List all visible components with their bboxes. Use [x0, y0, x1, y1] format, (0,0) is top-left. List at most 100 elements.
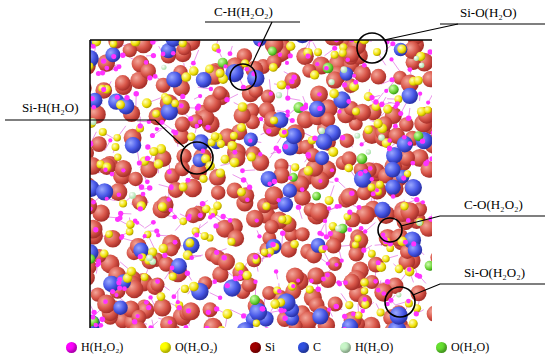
atom: [129, 321, 147, 328]
atom: [286, 85, 290, 89]
atom: [91, 200, 96, 205]
atom: [90, 118, 96, 125]
atom: [341, 66, 348, 73]
atom: [315, 151, 329, 165]
atom: [354, 65, 371, 82]
atom: [387, 145, 392, 150]
callout-circle: [385, 287, 415, 317]
atom: [189, 114, 203, 128]
atom: [334, 304, 339, 309]
atom: [361, 248, 366, 253]
atom: [228, 230, 245, 247]
legend-text: Si: [265, 340, 275, 355]
callouts: [5, 22, 545, 317]
callout-circle: [181, 142, 213, 174]
atom: [169, 273, 177, 281]
atom: [119, 200, 127, 208]
atom: [397, 44, 406, 53]
atom: [357, 153, 368, 164]
atom: [264, 327, 269, 328]
legend-text: H(H₂O₂): [81, 340, 123, 355]
atom: [290, 240, 298, 248]
atom: [407, 67, 412, 72]
atom: [307, 267, 324, 284]
atom: [168, 208, 172, 212]
atom: [169, 185, 174, 190]
box-edge: [90, 39, 432, 41]
atom: [321, 276, 326, 281]
atom: [414, 311, 419, 316]
atom: [261, 171, 277, 187]
atom: [288, 176, 293, 181]
atom: [155, 127, 159, 131]
atom: [221, 328, 226, 329]
atom: [415, 273, 420, 278]
atom: [312, 135, 317, 140]
atom: [143, 234, 147, 238]
atom: [147, 75, 152, 80]
atom: [131, 40, 141, 47]
atom: [368, 181, 387, 200]
atom: [310, 203, 329, 222]
atom: [354, 235, 361, 242]
atom: [375, 188, 379, 192]
atom: [180, 218, 188, 226]
atom: [129, 192, 136, 199]
atom: [100, 249, 109, 258]
atom: [296, 204, 301, 209]
atom: [213, 223, 218, 228]
atom: [258, 152, 262, 156]
atom: [274, 269, 278, 273]
atom: [422, 71, 432, 87]
atom: [90, 254, 95, 263]
atom: [246, 210, 264, 228]
atom: [401, 176, 406, 181]
atom: [196, 72, 212, 88]
atom: [282, 316, 287, 321]
atom: [121, 168, 125, 172]
atom: [259, 117, 264, 122]
atom: [368, 184, 376, 192]
atom: [135, 221, 139, 225]
bond: [171, 210, 182, 222]
atom: [216, 168, 225, 177]
atom: [160, 316, 177, 328]
atom: [100, 70, 105, 75]
atom: [247, 152, 256, 161]
atom: [402, 135, 407, 140]
atom: [261, 90, 275, 104]
atom: [360, 278, 369, 287]
atom: [420, 161, 432, 178]
atom: [376, 288, 381, 293]
atom: [105, 231, 113, 239]
atom: [347, 210, 352, 215]
atom: [114, 293, 118, 297]
atom: [232, 150, 237, 155]
atom: [159, 244, 168, 253]
atom: [394, 43, 408, 57]
atom: [111, 54, 116, 59]
atom: [171, 129, 176, 134]
atom: [289, 79, 294, 84]
atom: [179, 40, 187, 48]
atom: [420, 139, 425, 144]
atom: [334, 263, 338, 267]
atom: [249, 303, 267, 321]
bond: [135, 221, 144, 228]
atom: [166, 197, 170, 201]
atom: [389, 77, 394, 82]
atom: [354, 133, 360, 139]
atom: [196, 103, 201, 108]
atom: [162, 253, 167, 258]
atom: [100, 317, 106, 323]
atom: [390, 41, 395, 46]
legend-text: O(H₂O₂): [175, 340, 217, 355]
atom: [103, 168, 108, 173]
atom: [296, 278, 300, 282]
atom: [148, 325, 153, 328]
atom: [120, 234, 124, 238]
atom: [157, 292, 166, 301]
atom: [431, 130, 432, 135]
atom: [421, 200, 425, 204]
